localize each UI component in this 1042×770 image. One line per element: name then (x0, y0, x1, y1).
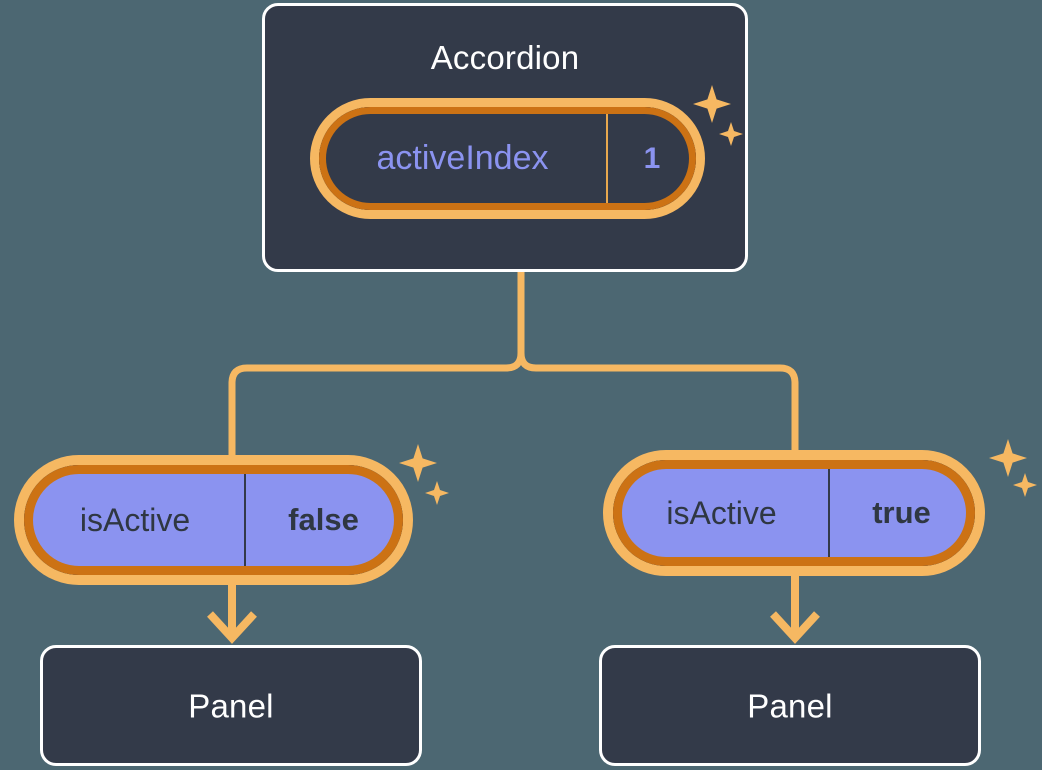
prop-pill-isactive-true[interactable]: isActive true (603, 450, 985, 576)
panel-card-right[interactable]: Panel (599, 645, 981, 766)
panel-title-left: Panel (188, 687, 274, 724)
sparkle-small-icon-right (1012, 472, 1038, 498)
connector-right-branch (517, 268, 799, 454)
panel-title-right: Panel (747, 687, 833, 724)
panel-card-left[interactable]: Panel (40, 645, 422, 766)
prop-pill-inner: activeIndex 1 (319, 107, 696, 210)
prop-value-isactive-right: true (828, 462, 973, 564)
prop-pill-activeindex[interactable]: activeIndex 1 (310, 98, 705, 219)
prop-value-isactive-left: false (244, 467, 401, 573)
prop-pill-inner: isActive true (613, 460, 975, 566)
prop-key-isactive-right: isActive (666, 494, 777, 531)
prop-key-activeindex: activeIndex (319, 107, 608, 210)
sparkle-small-icon-left (424, 480, 450, 506)
accordion-title: Accordion (430, 39, 580, 76)
prop-pill-inner: isActive false (24, 465, 403, 575)
prop-key-isactive-left: isActive (79, 501, 191, 538)
sparkle-large-icon-right (988, 438, 1028, 478)
arrow-head-left (207, 611, 257, 644)
prop-value-activeindex: 1 (643, 141, 661, 175)
connector-left-branch (228, 268, 525, 459)
prop-pill-isactive-false[interactable]: isActive false (14, 455, 413, 585)
sparkle-large-icon-left (398, 443, 438, 483)
arrow-head-right (770, 611, 820, 644)
